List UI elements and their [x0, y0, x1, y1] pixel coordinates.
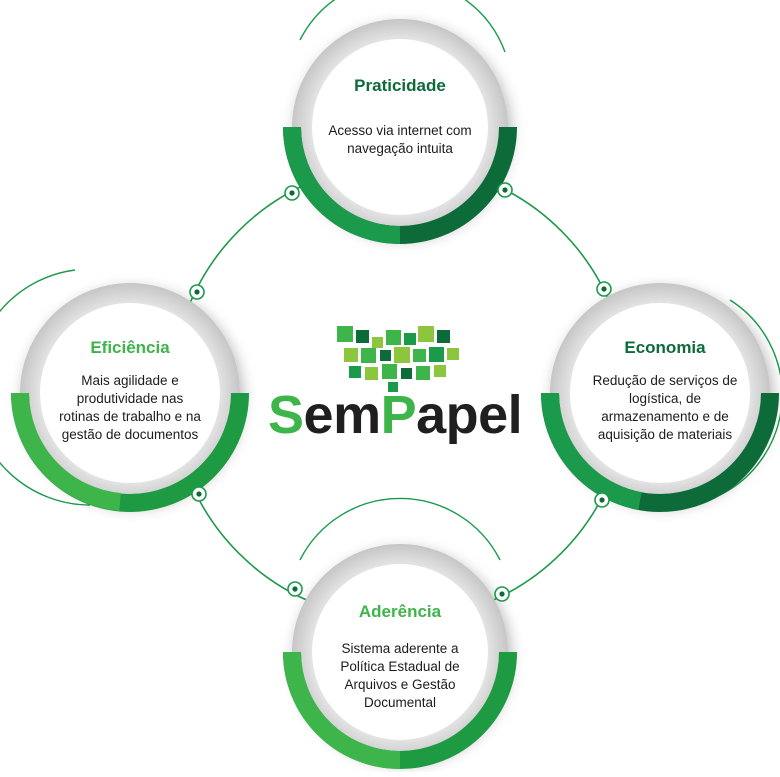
- eficiencia-outer-arc: [0, 269, 91, 506]
- praticidade-description: Acesso via internet com navegação intuit…: [305, 122, 495, 158]
- aderencia-line-3: Arquivos e Gestão: [344, 677, 456, 692]
- logo-mosaic: [337, 326, 459, 392]
- logo-p: P: [380, 385, 417, 445]
- eficiencia-line-3: rotinas de trabalho e na: [59, 409, 201, 424]
- eficiencia-line-2: produtividade nas: [76, 391, 184, 406]
- praticidade-outer-arc: [299, 0, 506, 53]
- node-aderencia: [283, 544, 517, 769]
- logo-apel: apel: [416, 385, 523, 445]
- aderencia-line-4: Documental: [363, 695, 437, 710]
- economia-line-4: aquisição de materiais: [597, 427, 733, 442]
- node-eficiencia: [11, 283, 249, 512]
- logo-s: S: [268, 385, 304, 445]
- economia-title: Economia: [624, 338, 706, 357]
- economia-line-3: armazenamento e de: [601, 409, 729, 424]
- praticidade-line-2: navegação intuita: [347, 141, 453, 156]
- praticidade-line-1: Acesso via internet com: [328, 123, 472, 138]
- economia-outer-arc: [719, 299, 780, 496]
- aderencia-line-2: Política Estadual de: [340, 659, 460, 674]
- aderencia-outer-arc: [299, 497, 501, 561]
- eficiencia-title: Eficiência: [90, 338, 170, 357]
- eficiencia-description: Mais agilidade e produtividade nas rotin…: [35, 372, 225, 444]
- aderencia-description: Sistema aderente a Política Estadual de …: [310, 640, 490, 712]
- aderencia-line-1: Sistema aderente a: [341, 641, 459, 656]
- aderencia-title: Aderência: [358, 602, 442, 621]
- logo-em: em: [303, 385, 382, 445]
- praticidade-title: Praticidade: [354, 76, 446, 95]
- eficiencia-line-1: Mais agilidade e: [81, 373, 179, 388]
- node-economia: [541, 283, 779, 512]
- node-praticidade: [283, 19, 517, 244]
- economia-line-2: logística, de: [628, 391, 702, 406]
- economia-description: Redução de serviços de logística, de arm…: [575, 372, 755, 444]
- connector-dot-centers: [194, 187, 607, 597]
- eficiencia-line-4: gestão de documentos: [61, 427, 199, 442]
- logo-wordmark: SemPapel: [268, 385, 538, 445]
- economia-line-1: Redução de serviços de: [592, 373, 738, 388]
